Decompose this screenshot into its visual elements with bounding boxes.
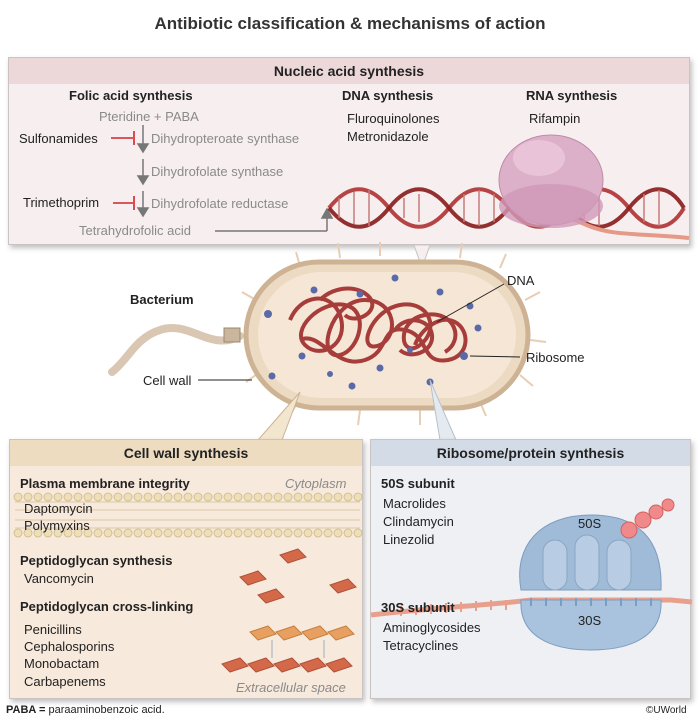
cell-wall-panel: Cell wall synthesis Pl <box>9 439 363 699</box>
folic-acid-heading: Folic acid synthesis <box>69 88 193 103</box>
dna-drug-fluoroquinolones: Fluroquinolones <box>347 111 440 126</box>
30s-heading: 30S subunit <box>381 600 455 615</box>
footer-paba: PABA = paraaminobenzoic acid. <box>6 704 165 716</box>
trimethoprim-label: Trimethoprim <box>23 195 100 210</box>
pteridine-paba: Pteridine + PABA <box>99 109 199 124</box>
50s-label: 50S <box>578 516 602 531</box>
tetrahydrofolic-acid: Tetrahydrofolic acid <box>79 223 191 238</box>
ribosome-label: Ribosome <box>526 350 585 365</box>
sulfonamides-label: Sulfonamides <box>19 131 98 146</box>
step-dihydrofolate-reductase: Dihydrofolate reductase <box>151 196 289 211</box>
pg-crosslinking-heading: Peptidoglycan cross-linking <box>20 599 194 614</box>
copyright: ©UWorld <box>646 705 687 716</box>
dna-synthesis-heading: DNA synthesis <box>342 88 434 103</box>
paba-definition: paraaminobenzoic acid. <box>45 704 165 716</box>
paba-abbrev: PABA = <box>6 704 46 716</box>
50s-drug-clindamycin: Clindamycin <box>383 514 454 529</box>
step-dihydropteroate-synthase: Dihydropteroate synthase <box>151 131 300 146</box>
extracellular-space-label: Extracellular space <box>236 680 346 695</box>
30s-label: 30S <box>578 613 602 628</box>
nucleic-acid-panel: Nucleic acid synthesis <box>8 57 690 245</box>
dna-drug-metronidazole: Metronidazole <box>347 129 429 144</box>
crosslink-drug-penicillins: Penicillins <box>24 622 82 637</box>
cell-wall-graphics <box>13 492 363 673</box>
50s-drug-macrolides: Macrolides <box>383 496 446 511</box>
50s-drug-linezolid: Linezolid <box>383 532 435 547</box>
bacterium-label: Bacterium <box>130 292 194 307</box>
pg-synthesis-heading: Peptidoglycan synthesis <box>20 553 173 568</box>
crosslink-drug-carbapenems: Carbapenems <box>24 674 106 689</box>
cell-wall-label: Cell wall <box>143 373 192 388</box>
membrane-drug-daptomycin: Daptomycin <box>24 501 93 516</box>
50s-heading: 50S subunit <box>381 476 455 491</box>
membrane-drug-polymyxins: Polymyxins <box>24 518 90 533</box>
dna-label: DNA <box>507 273 535 288</box>
ribosome-graphics <box>370 498 693 651</box>
page-title: Antibiotic classification & mechanisms o… <box>154 14 546 33</box>
cytoplasm-label: Cytoplasm <box>285 476 347 491</box>
ribosome-panel: Ribosome/protein synthesis <box>370 439 693 699</box>
cell-wall-heading: Cell wall synthesis <box>10 440 362 466</box>
rna-synthesis-heading: RNA synthesis <box>526 88 618 103</box>
membrane-integrity-heading: Plasma membrane integrity <box>20 476 190 491</box>
30s-drug-tetracyclines: Tetracyclines <box>383 638 459 653</box>
ribosome-heading: Ribosome/protein synthesis <box>371 440 690 466</box>
rna-drug-rifampin: Rifampin <box>529 111 581 126</box>
30s-drug-aminoglycosides: Aminoglycosides <box>383 620 481 635</box>
crosslink-drug-cephalosporins: Cephalosporins <box>24 639 115 654</box>
nucleic-acid-heading: Nucleic acid synthesis <box>9 58 689 84</box>
pg-drug-vancomycin: Vancomycin <box>24 571 94 586</box>
crosslink-drug-monobactam: Monobactam <box>24 656 100 671</box>
step-dihydrofolate-synthase: Dihydrofolate synthase <box>151 164 284 179</box>
nucleic-graphics <box>111 125 690 240</box>
